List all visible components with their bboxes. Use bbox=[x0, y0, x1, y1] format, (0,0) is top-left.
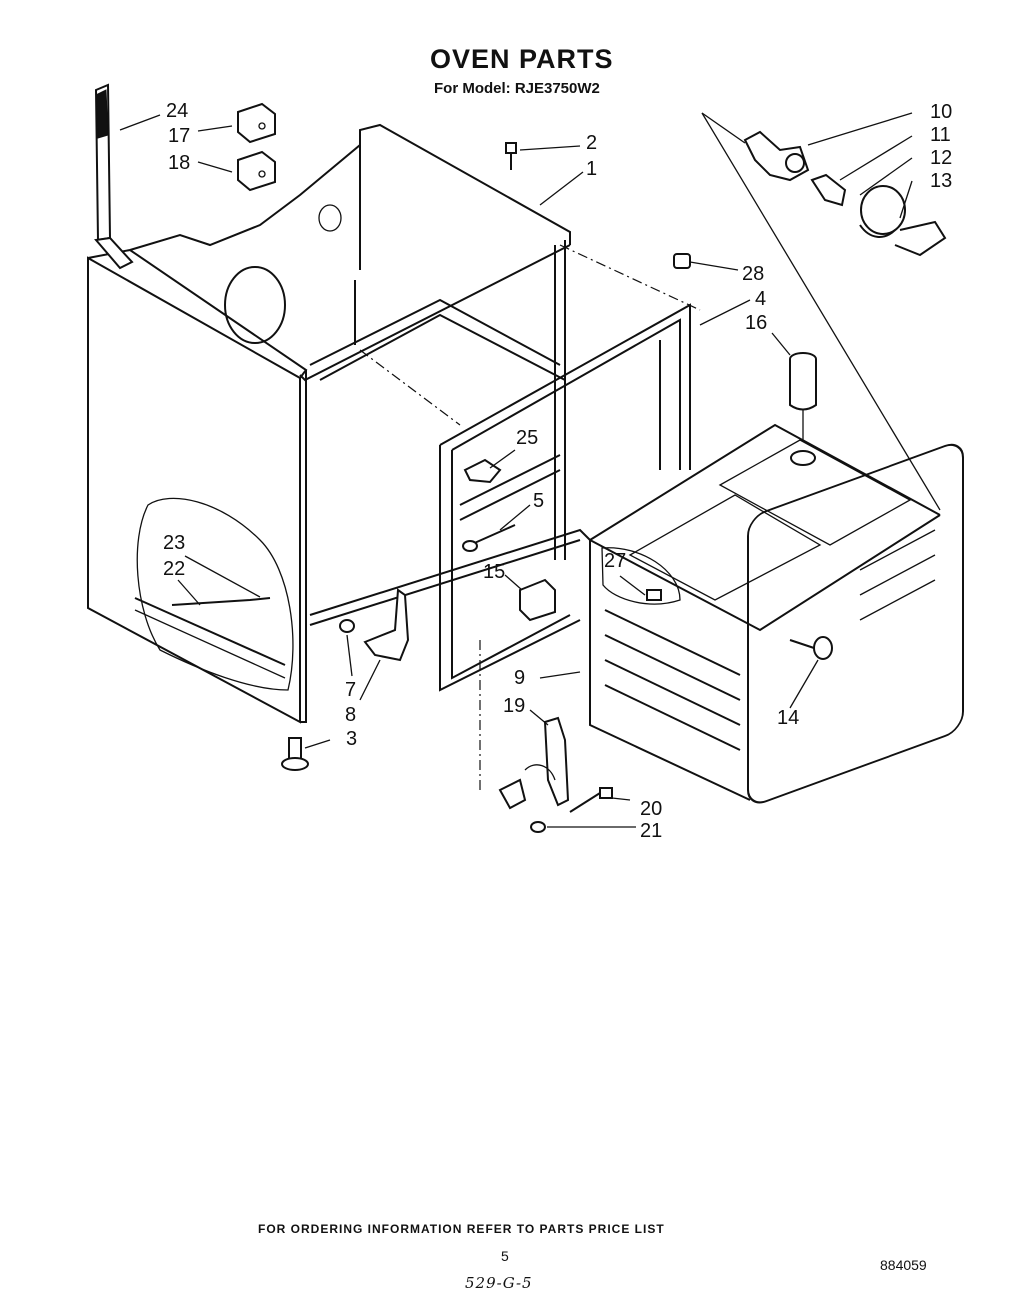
callout-17: 17 bbox=[168, 125, 190, 147]
callout-19: 19 bbox=[503, 695, 525, 717]
part-17-block bbox=[237, 102, 276, 144]
callout-10: 10 bbox=[930, 101, 952, 123]
callout-7: 7 bbox=[345, 679, 356, 701]
callout-25: 25 bbox=[516, 427, 538, 449]
ordering-note: FOR ORDERING INFORMATION REFER TO PARTS … bbox=[258, 1222, 665, 1236]
callout-21: 21 bbox=[640, 820, 662, 842]
part-21-clip bbox=[530, 821, 546, 833]
part-2-screw bbox=[505, 142, 517, 170]
callout-27: 27 bbox=[604, 550, 626, 572]
part-15-bracket bbox=[519, 578, 556, 622]
callout-11: 11 bbox=[930, 124, 951, 146]
part-8-bracket bbox=[363, 588, 410, 662]
page-number: 5 bbox=[501, 1248, 509, 1264]
part-16-cylinder bbox=[789, 352, 817, 440]
callout-1: 1 bbox=[586, 158, 597, 180]
callout-18: 18 bbox=[168, 152, 190, 174]
callout-9: 9 bbox=[514, 667, 525, 689]
callout-4: 4 bbox=[755, 288, 766, 310]
callout-14: 14 bbox=[777, 707, 799, 729]
callout-22: 22 bbox=[163, 558, 185, 580]
callout-28: 28 bbox=[742, 263, 764, 285]
part-18-block bbox=[237, 150, 276, 192]
callout-15: 15 bbox=[483, 561, 505, 583]
handwritten-code: 529-G-5 bbox=[465, 1274, 533, 1292]
callout-12: 12 bbox=[930, 147, 952, 169]
part-28-plug bbox=[673, 253, 691, 269]
callout-23: 23 bbox=[163, 532, 185, 554]
callout-24: 24 bbox=[166, 100, 188, 122]
part-25-switch bbox=[463, 458, 502, 484]
callout-leaders bbox=[119, 112, 913, 828]
callout-3: 3 bbox=[346, 728, 357, 750]
model-subtitle: For Model: RJE3750W2 bbox=[434, 80, 600, 97]
front-frame bbox=[439, 303, 691, 790]
document-number: 884059 bbox=[880, 1257, 927, 1273]
parts-10-13-light-assembly bbox=[701, 112, 947, 511]
part-19-hinge bbox=[498, 716, 570, 810]
callout-5: 5 bbox=[533, 490, 544, 512]
page-title: OVEN PARTS bbox=[430, 44, 614, 74]
part-7-nut bbox=[339, 619, 355, 633]
cabinet-side-panel bbox=[87, 248, 308, 724]
callout-8: 8 bbox=[345, 704, 356, 726]
part-24-bracket bbox=[94, 83, 134, 270]
part-20-screw bbox=[569, 787, 613, 813]
oven-liner bbox=[589, 423, 964, 804]
callout-13: 13 bbox=[930, 170, 952, 192]
cabinet-frame bbox=[129, 123, 701, 626]
part-3-leveling-leg bbox=[281, 737, 309, 771]
part-5-rod bbox=[462, 524, 516, 552]
callout-16: 16 bbox=[745, 312, 767, 334]
callout-2: 2 bbox=[586, 132, 597, 154]
callout-20: 20 bbox=[640, 798, 662, 820]
